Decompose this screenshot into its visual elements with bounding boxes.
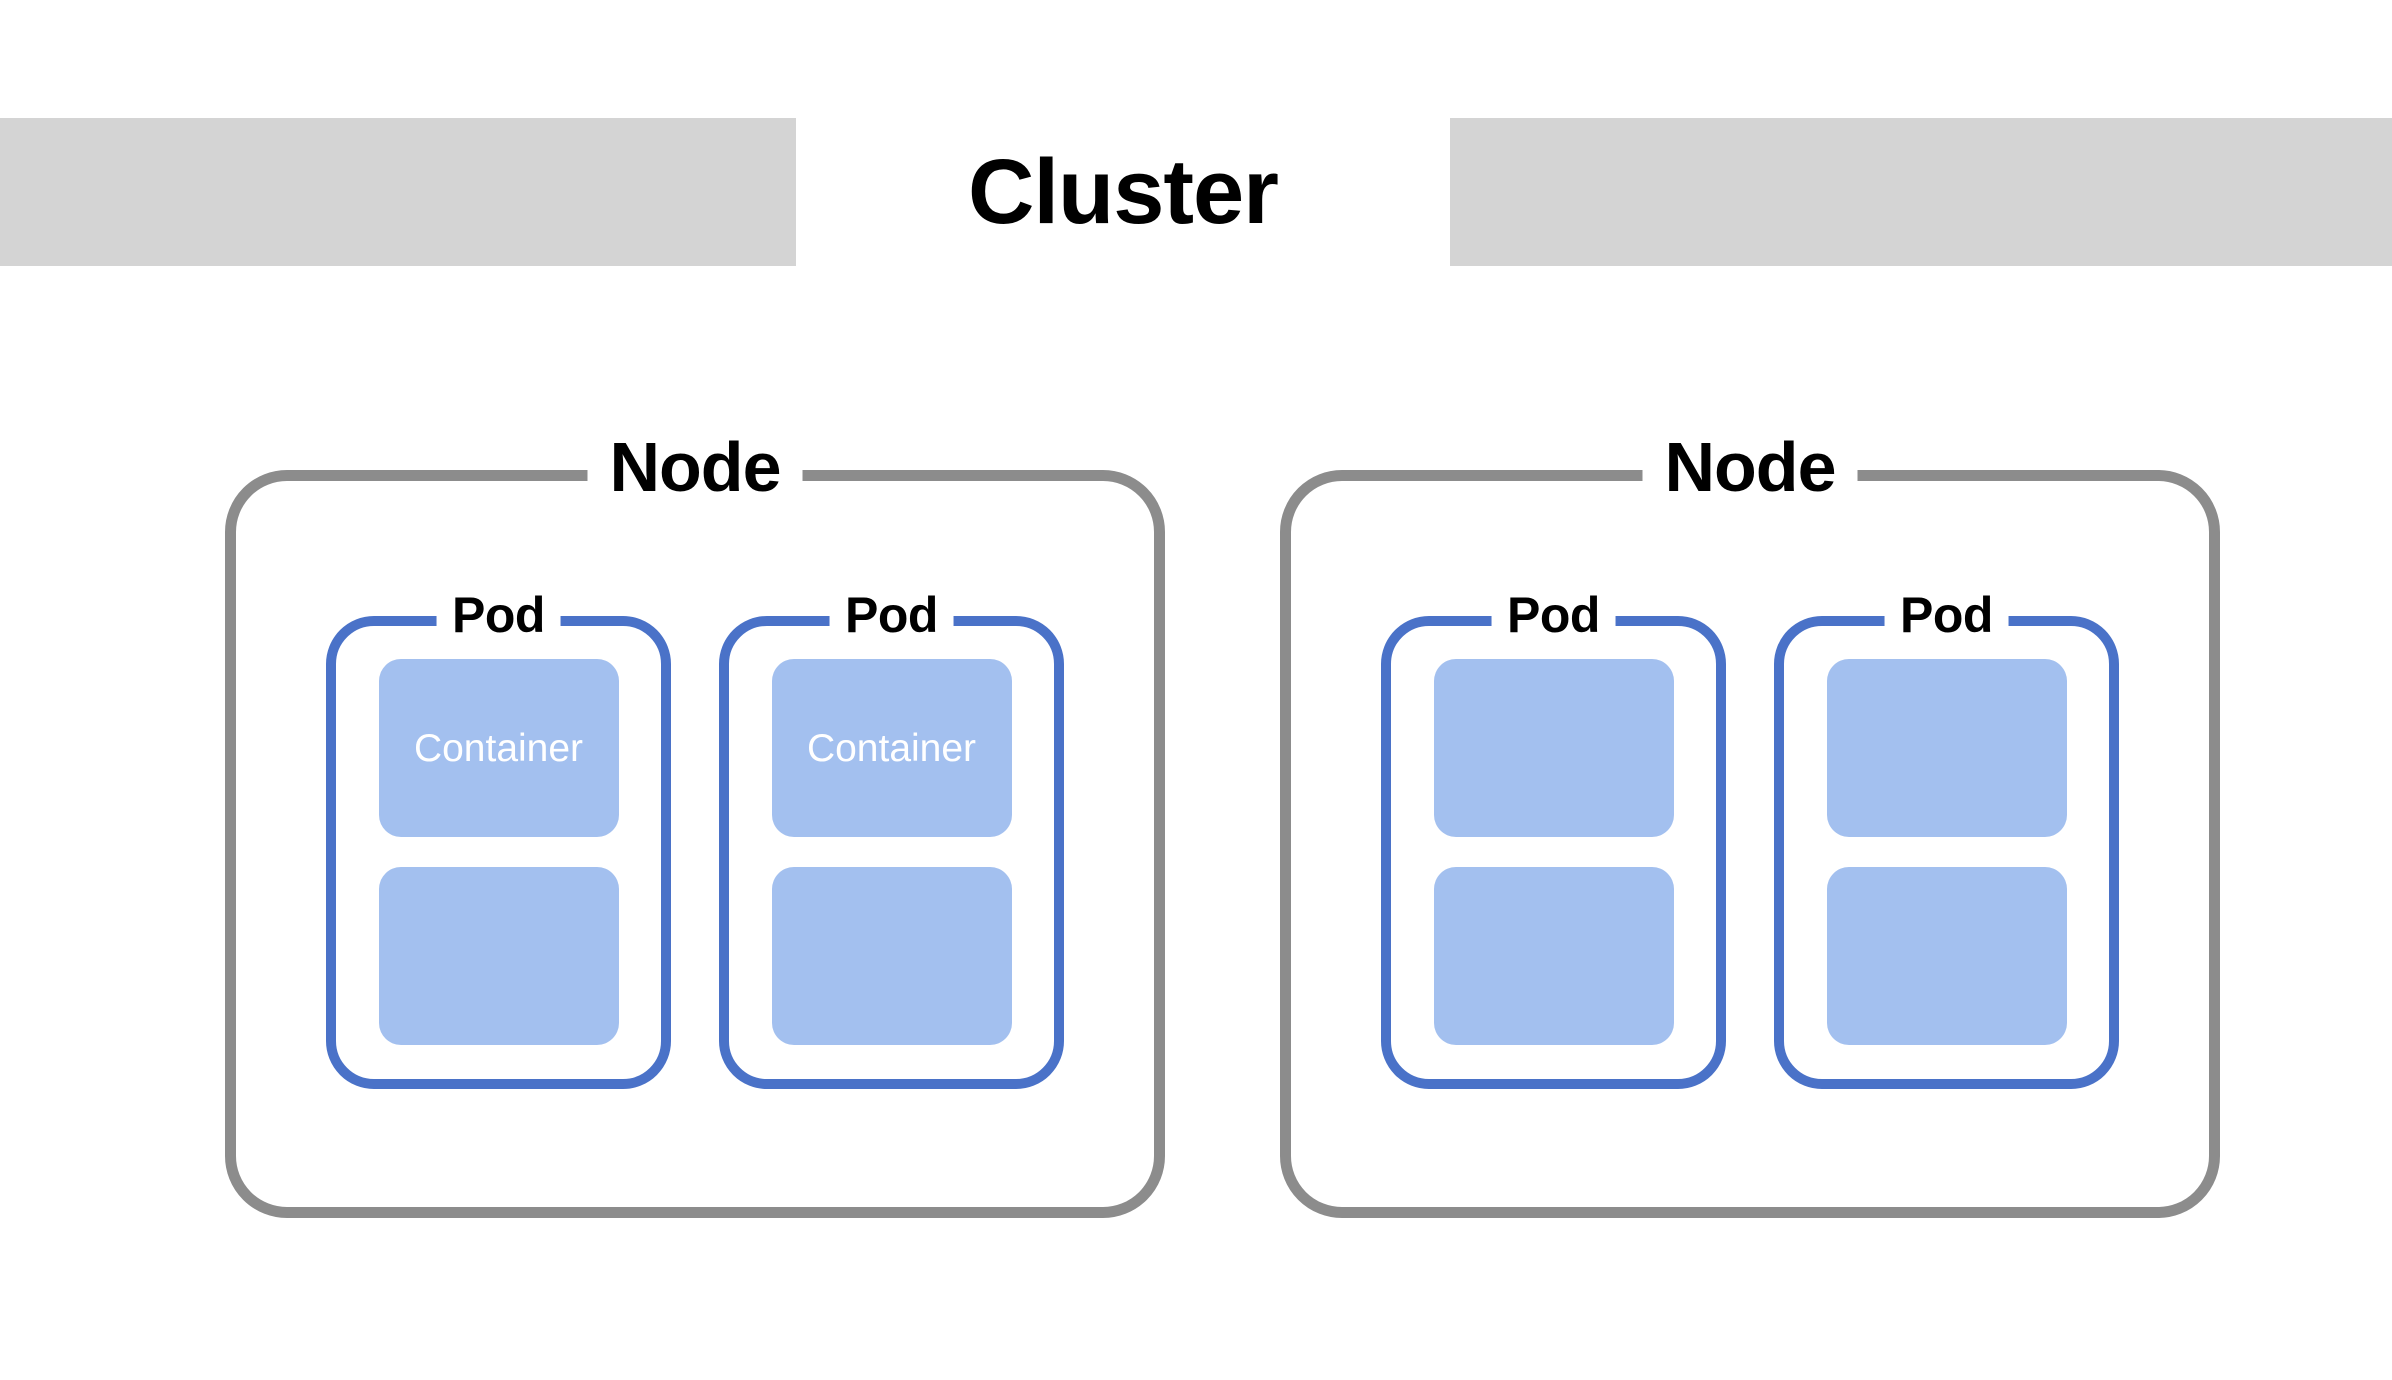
container-box-2-2-1	[1826, 659, 2067, 837]
pod-row-2: Pod Pod	[1291, 481, 2209, 1207]
cluster-header: Cluster	[0, 118, 2392, 266]
pod-label-1-1: Pod	[436, 589, 561, 640]
pod-box-1-2: Pod Container	[719, 589, 1064, 1089]
node-label-2: Node	[1642, 432, 1858, 502]
pod-row-1: Pod Container Pod Container	[236, 481, 1154, 1207]
cluster-band-left	[0, 118, 796, 266]
container-box-2-1-1	[1433, 659, 1674, 837]
container-label-1-2-1: Container	[806, 726, 977, 770]
pod-label-2-1: Pod	[1491, 589, 1616, 640]
pod-label-2-2: Pod	[1884, 589, 2009, 640]
container-box-1-2-2	[771, 867, 1012, 1045]
node-box-1: Node Pod Container Pod Container	[225, 432, 1165, 1218]
container-box-2-1-2	[1433, 867, 1674, 1045]
pod-box-1-1: Pod Container	[326, 589, 671, 1089]
node-box-2: Node Pod Pod	[1280, 432, 2220, 1218]
cluster-title: Cluster	[796, 118, 1450, 266]
pod-box-2-1: Pod	[1381, 589, 1726, 1089]
container-box-1-1-1: Container	[378, 659, 619, 837]
pod-label-1-2: Pod	[829, 589, 954, 640]
node-label-1: Node	[587, 432, 803, 502]
container-label-1-1-1: Container	[413, 726, 584, 770]
container-box-2-2-2	[1826, 867, 2067, 1045]
container-box-1-1-2	[378, 867, 619, 1045]
cluster-band-right	[1450, 118, 2392, 266]
container-box-1-2-1: Container	[771, 659, 1012, 837]
pod-box-2-2: Pod	[1774, 589, 2119, 1089]
